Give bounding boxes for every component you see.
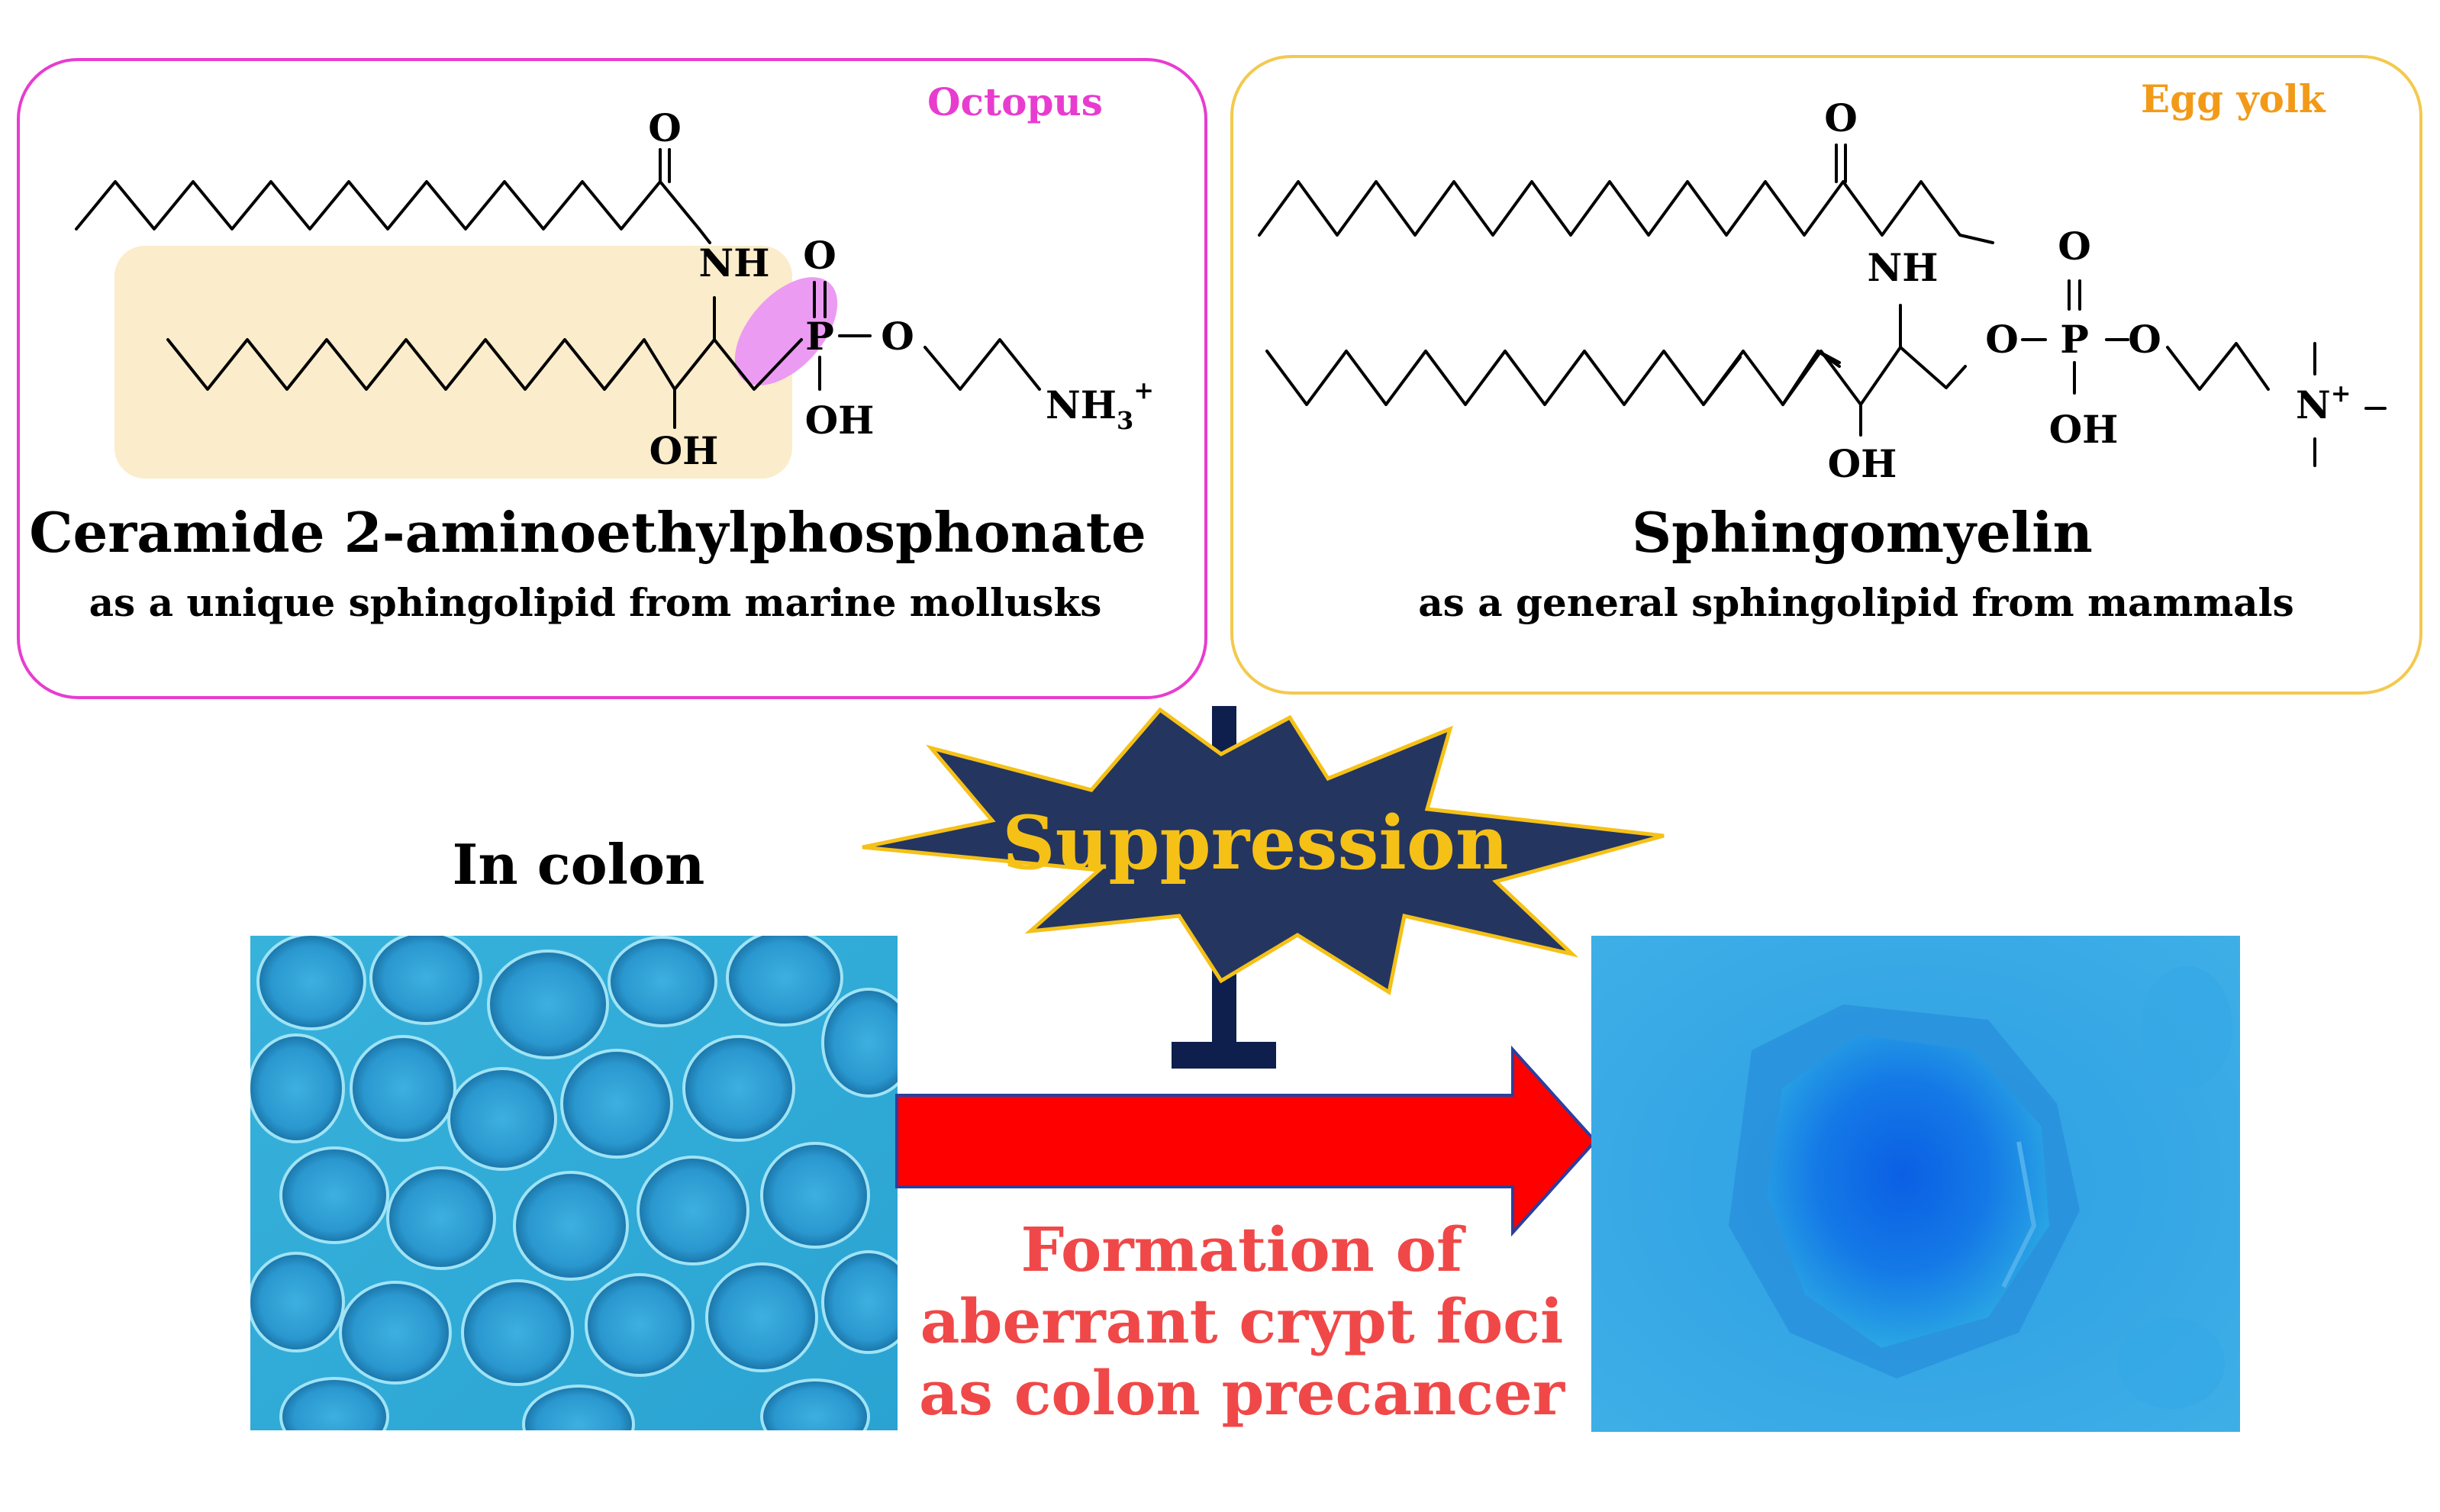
- octopus-label: Octopus: [927, 79, 1103, 124]
- ceramide-subtitle: as a unique sphingolipid from marine mol…: [89, 580, 1102, 625]
- ceramide-nh: NH: [699, 240, 770, 285]
- acf-lesion: [1767, 1035, 2049, 1348]
- formation-arrow: [895, 1046, 1597, 1236]
- sphingomyelin-sphingoid-chain: [1265, 350, 1841, 406]
- sphingomyelin-acyl-chain: [1258, 180, 1994, 244]
- formation-line-1: Formation of: [1020, 1214, 1463, 1285]
- sphingomyelin-structure: O NH O O P O OH OH N+: [1258, 95, 2387, 486]
- ceramide-p-o: O: [803, 233, 836, 278]
- sphingomyelin-title: Sphingomyelin: [1632, 500, 2093, 565]
- formation-caption: Formation of aberrant crypt foci as colo…: [919, 1214, 1565, 1429]
- egg-yolk-label: Egg yolk: [2141, 76, 2326, 121]
- in-colon-label: In colon: [452, 832, 705, 897]
- sphingomyelin-oh: OH: [1828, 441, 1897, 486]
- ceramide-amide-o: O: [648, 105, 682, 150]
- normal-colon-micrograph: [250, 936, 898, 1430]
- sphingomyelin-p: P: [2060, 317, 2089, 362]
- ceramide-structure: O NH O P O OH OH NH3+: [75, 105, 1154, 473]
- crypt-cells: [250, 936, 898, 1430]
- sphingomyelin-nh: NH: [1868, 245, 1939, 290]
- ceramide-p: P: [805, 314, 834, 359]
- suppression-label: Suppression: [1002, 800, 1508, 886]
- sphingomyelin-panel: [1230, 55, 2422, 695]
- sphingomyelin-o-left: O: [1985, 317, 2019, 362]
- sphingomyelin-amide-o: O: [1824, 95, 1858, 140]
- aberrant-crypt-foci-micrograph: [1591, 936, 2240, 1432]
- sphingomyelin-subtitle: as a general sphingolipid from mammals: [1418, 580, 2294, 625]
- ceramide-nh3: NH3+: [1046, 376, 1154, 435]
- ceramide-acyl-chain: [75, 180, 701, 231]
- sphingomyelin-p-oh: OH: [2049, 407, 2119, 452]
- sphingomyelin-p-o: O: [2058, 224, 2091, 269]
- ceramide-p-oh: OH: [805, 398, 875, 443]
- ceramide-ester-o: O: [881, 314, 914, 359]
- suppression-starburst: Suppression: [862, 707, 1665, 996]
- inhibition-bar: [1172, 1042, 1276, 1069]
- ceramide-sphingoid-chain: [166, 338, 803, 391]
- ceramide-title: Ceramide 2-aminoethylphosphonate: [29, 500, 1146, 565]
- starburst-shape: [862, 707, 1665, 996]
- ceramide-oh: OH: [649, 428, 719, 473]
- formation-line-2: aberrant crypt foci: [920, 1285, 1564, 1357]
- formation-line-3: as colon precancer: [918, 1357, 1565, 1429]
- sphingomyelin-o-right: O: [2128, 317, 2161, 362]
- sphingomyelin-n: N+: [2296, 379, 2351, 427]
